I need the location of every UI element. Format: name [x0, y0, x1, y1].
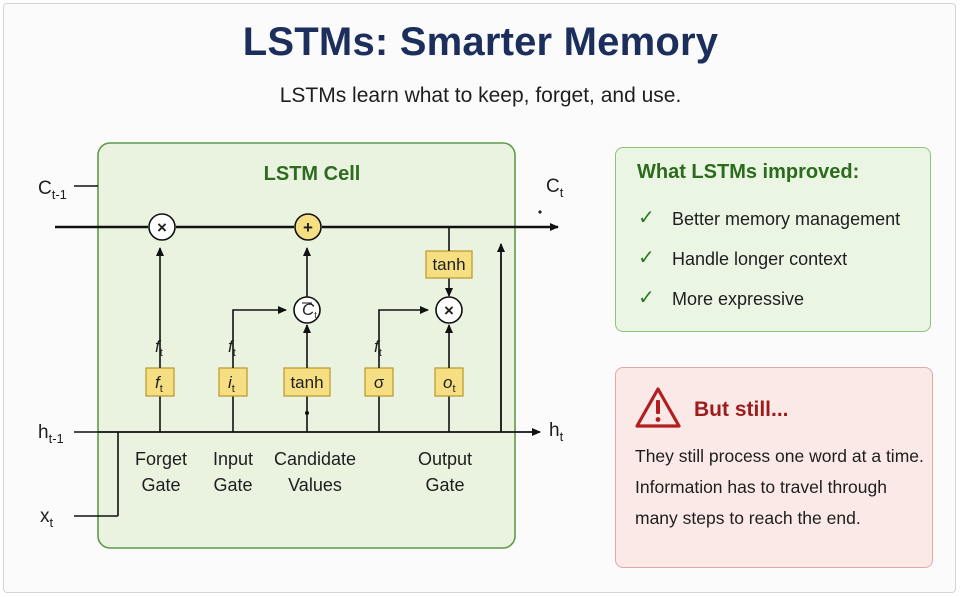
add-node-symbol: +: [303, 218, 313, 237]
input-caption-line1: Input: [213, 449, 253, 469]
output-caption-line1: Output: [418, 449, 472, 469]
x-label: xt: [40, 506, 54, 530]
improved-item-label: More expressive: [672, 289, 805, 309]
output-gate-symbol: ot: [443, 373, 456, 395]
candidate-caption-line2: Values: [288, 475, 342, 495]
output-multiply-symbol: ×: [444, 301, 454, 320]
candidate-node-symbol: Ct: [302, 300, 317, 320]
forget-gate-symbol: ft: [155, 373, 163, 395]
forget-multiply-symbol: ×: [157, 218, 167, 237]
limitations-heading: But still...: [694, 398, 789, 421]
candidate-caption-line1: Candidate: [274, 449, 356, 469]
h-next-label: ht: [549, 420, 564, 444]
forget-multiply-node: [148, 213, 176, 241]
sigma-route-arrow: [378, 306, 429, 368]
lstm-cell-title: LSTM Cell: [264, 163, 361, 185]
input-arrow-label: ft: [228, 337, 236, 359]
candidate-tanh-label: tanh: [290, 373, 323, 392]
input-route-arrow: [232, 306, 287, 368]
improved-heading: What LSTMs improved:: [637, 161, 860, 183]
forget-caption-line1: Forget: [135, 449, 187, 469]
check-icon: ✓: [638, 207, 655, 229]
candidate-dot: [305, 411, 309, 415]
improved-item: ✓ More expressive: [638, 288, 900, 328]
limitations-panel: But still... They still process one word…: [615, 367, 933, 568]
candidate-tanh-box: [283, 367, 331, 397]
sigma-arrow-label: ft: [374, 337, 382, 359]
forget-arrow-label: ft: [155, 337, 163, 359]
page-title: LSTMs: Smarter Memory: [242, 20, 719, 64]
output-tanh-box: [425, 250, 473, 279]
output-tanh-label: tanh: [432, 255, 465, 274]
forget-gate-box: [145, 367, 175, 397]
check-icon: ✓: [638, 247, 655, 269]
input-caption-line2: Gate: [213, 475, 252, 495]
input-gate-box: [218, 367, 248, 397]
c-prev-label: Ct-1: [38, 178, 67, 202]
check-icon: ✓: [638, 287, 655, 309]
limitations-line: many steps to reach the end.: [635, 508, 861, 528]
improved-item: ✓ Handle longer context: [638, 248, 900, 288]
warning-triangle-icon: [635, 387, 681, 428]
output-multiply-node: [435, 296, 463, 324]
h-prev-label: ht-1: [38, 422, 64, 446]
c-next-label: Ct: [546, 176, 564, 200]
improved-item-label: Handle longer context: [672, 249, 848, 269]
limitations-line: They still process one word at a time.: [635, 446, 924, 466]
sigma-gate-symbol: σ: [374, 373, 385, 392]
improved-panel: What LSTMs improved: ✓ Better memory mana…: [615, 147, 931, 332]
limitations-line: Information has to travel through: [635, 477, 887, 497]
stray-dot: [538, 210, 542, 214]
forget-caption-line2: Gate: [141, 475, 180, 495]
improved-item-label: Better memory management: [672, 209, 901, 229]
output-gate-box: [434, 367, 464, 397]
input-gate-symbol: it: [228, 373, 235, 395]
improved-item: ✓ Better memory management: [638, 208, 900, 248]
sigma-gate-box: [364, 367, 394, 397]
improved-list: ✓ Better memory management ✓ Handle longer…: [638, 208, 900, 328]
page-subtitle: LSTMs learn what to keep, forget, and us…: [279, 84, 682, 107]
add-node: [294, 213, 322, 241]
output-caption-line2: Gate: [425, 475, 464, 495]
